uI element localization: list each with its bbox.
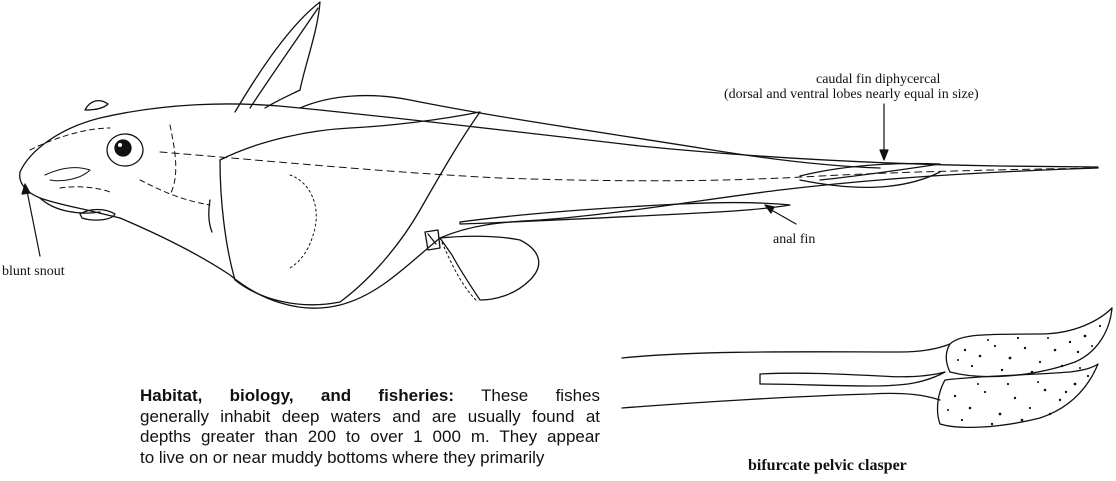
blunt-snout-label: blunt snout bbox=[2, 264, 65, 280]
habitat-paragraph: Habitat, biology, and fisheries: These f… bbox=[140, 386, 600, 468]
anal-fin-label: anal fin bbox=[773, 232, 815, 248]
caudal-fin-label: caudal fin diphycercal bbox=[816, 72, 940, 88]
body-outline-top bbox=[20, 104, 1098, 172]
arrow-anal bbox=[765, 205, 796, 224]
lateral-line bbox=[160, 152, 1098, 181]
anal-fin bbox=[460, 203, 790, 224]
line-1-text: These fishes bbox=[481, 386, 600, 405]
paragraph-line-3: depths greater than 200 to over 1 000 m.… bbox=[140, 427, 600, 448]
paragraph-line-2: generally inhabit deep waters and are us… bbox=[140, 407, 600, 428]
second-dorsal-fin bbox=[300, 96, 880, 168]
arrow-caudal bbox=[880, 104, 888, 160]
paragraph-line-1: Habitat, biology, and fisheries: These f… bbox=[140, 386, 600, 407]
body-outline-bottom bbox=[120, 168, 1098, 308]
arrow-snout bbox=[22, 184, 40, 256]
paragraph-line-4: to live on or near muddy bottoms where t… bbox=[140, 448, 600, 469]
pelvic-fin bbox=[440, 236, 539, 300]
first-dorsal-fin bbox=[235, 2, 320, 112]
pectoral-fin bbox=[220, 112, 480, 305]
section-heading: Habitat, biology, and fisheries: bbox=[140, 386, 454, 405]
caudal-fin-sublabel: (dorsal and ventral lobes nearly equal i… bbox=[724, 87, 979, 103]
clasper-illustration bbox=[622, 308, 1112, 427]
clasper-caption: bifurcate pelvic clasper bbox=[748, 457, 907, 475]
